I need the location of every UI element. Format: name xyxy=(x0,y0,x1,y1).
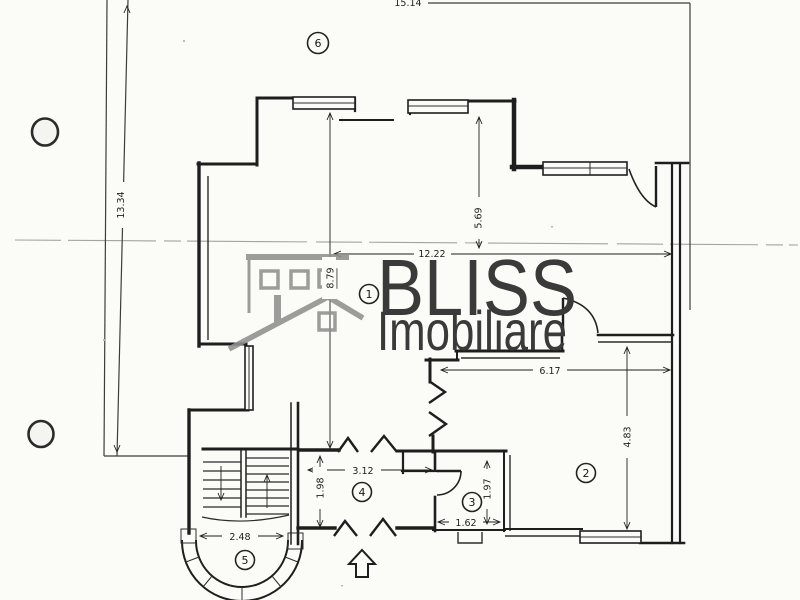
dim-entry-width: 3.12 xyxy=(352,466,373,477)
logo-door xyxy=(317,311,337,332)
scan-fold-line xyxy=(14,239,799,246)
dim-bay-width: 2.48 xyxy=(229,532,250,543)
dim-room2-width: 6.17 xyxy=(539,366,560,377)
entrance-arrow xyxy=(346,548,378,578)
room-labels: 1 2 3 4 5 6 xyxy=(234,31,597,571)
dim-room2-depth: 4.83 xyxy=(623,426,634,447)
logo-window-1 xyxy=(259,269,280,290)
logo-brand-text: BLISS xyxy=(377,243,577,332)
door-arc-room3 xyxy=(436,470,462,496)
walls xyxy=(187,96,690,546)
stairs-up-arrow xyxy=(263,473,271,483)
bay-window xyxy=(180,528,304,600)
punch-hole-top xyxy=(30,117,60,147)
logo-subtitle-text: Imobiliare xyxy=(377,299,567,362)
room-label-1: 1 xyxy=(366,288,373,301)
room-label-2: 2 xyxy=(583,467,590,480)
room-label-4: 4 xyxy=(359,486,366,499)
punch-holes xyxy=(27,117,60,449)
dim-upper-right-depth: 5.69 xyxy=(474,207,485,228)
room-circle-3 xyxy=(461,491,483,513)
logo-window-2 xyxy=(289,269,310,290)
dim-entry-depth: 1.98 xyxy=(316,477,327,498)
punch-hole-bottom xyxy=(27,419,55,449)
opening-marks xyxy=(333,380,449,537)
room-circle-1 xyxy=(358,283,380,305)
room-label-3: 3 xyxy=(469,496,476,509)
dim-left-depth: 13.34 xyxy=(116,191,127,218)
room-label-6: 6 xyxy=(315,37,322,50)
room-circle-5 xyxy=(234,549,256,571)
room-circle-6 xyxy=(306,31,330,55)
doors xyxy=(436,166,658,496)
dim-room3-depth: 1.97 xyxy=(483,478,494,499)
room-circle-2 xyxy=(575,462,597,484)
dim-hall-depth: 8.79 xyxy=(326,267,337,288)
property-boundary xyxy=(103,0,691,457)
door-arc-room2 xyxy=(562,297,599,334)
scan-noise xyxy=(103,40,553,587)
room-circle-4 xyxy=(351,481,373,503)
bliss-logo xyxy=(227,254,365,352)
dim-hall-width: 12.22 xyxy=(418,249,445,260)
dimension-labels: 15.14 13.34 12.22 8.79 5.69 6.17 4.83 3.… xyxy=(112,0,634,543)
room-label-5: 5 xyxy=(242,554,249,567)
dim-room3-width: 1.62 xyxy=(455,518,476,529)
staircase xyxy=(201,450,290,522)
door-arc-northeast xyxy=(628,168,657,208)
dim-top-width: 15.14 xyxy=(394,0,421,9)
logo-chimney xyxy=(274,295,281,325)
windows xyxy=(244,96,642,544)
stairs-down-arrow xyxy=(217,492,225,502)
